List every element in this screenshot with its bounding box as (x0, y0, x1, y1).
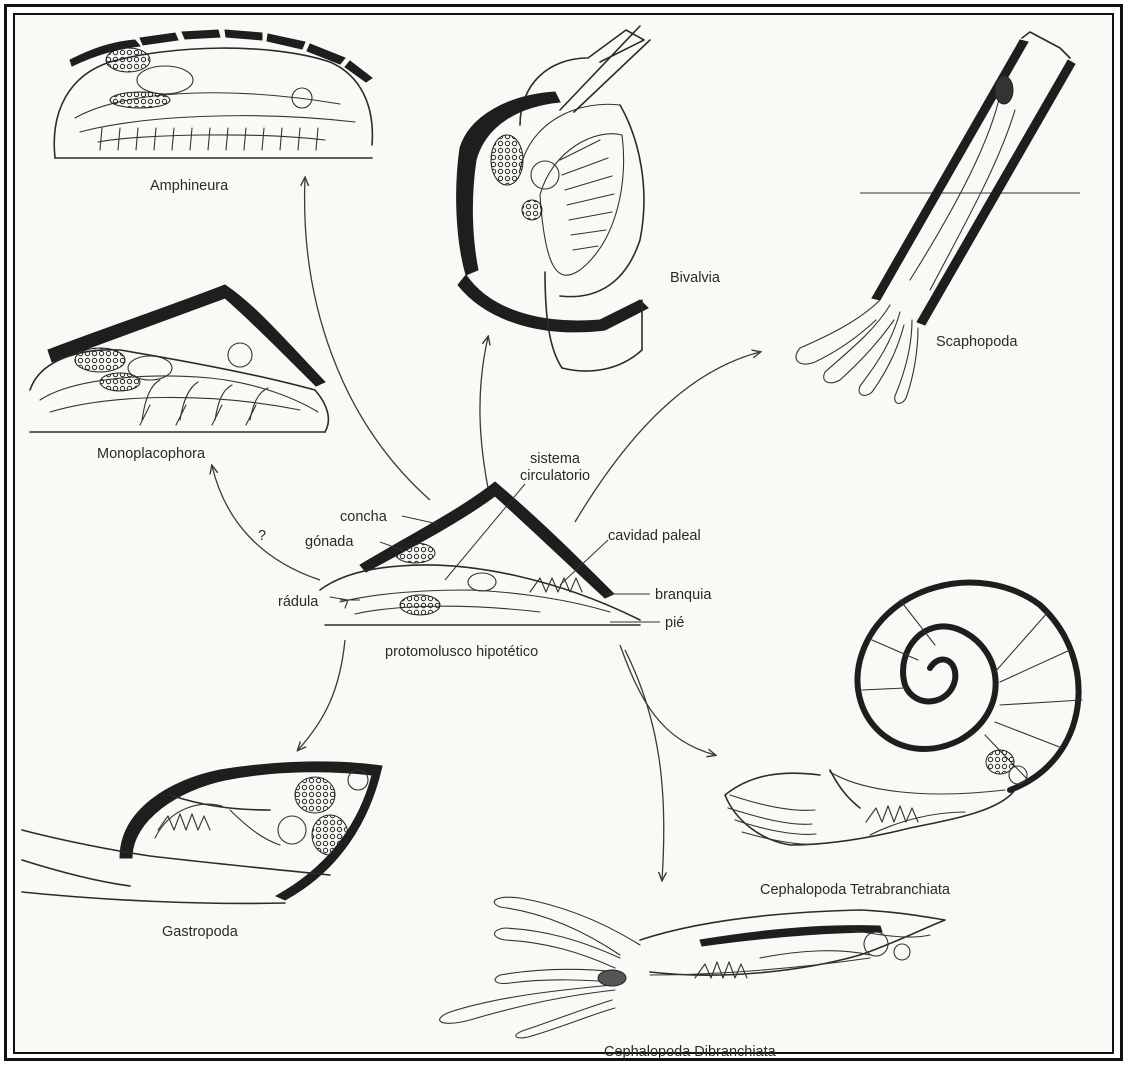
arrow-to-amphineura (305, 178, 430, 500)
bivalvia-drawing (457, 26, 650, 371)
squid-drawing (440, 897, 945, 1038)
label-protomolusco: protomolusco hipotético (385, 644, 538, 660)
gastropoda-drawing (22, 762, 382, 904)
label-scaphopoda: Scaphopoda (936, 334, 1018, 350)
protomolusco-drawing (320, 482, 640, 625)
anatomy-labels: sistema circulatorio concha gónada cavid… (258, 451, 712, 631)
label-bivalvia: Bivalvia (670, 270, 721, 286)
label-amphineura: Amphineura (150, 178, 229, 194)
label-sistema: sistema (530, 451, 581, 467)
label-gastropoda: Gastropoda (162, 924, 239, 940)
label-circulatorio: circulatorio (520, 468, 590, 484)
arrow-to-monoplacophora (212, 466, 320, 580)
label-cephalopoda-tetrabranchiata: Cephalopoda Tetrabranchiata (760, 882, 951, 898)
arrow-to-bivalvia (480, 337, 490, 498)
arrow-to-dibranchiata (625, 650, 664, 880)
label-concha: concha (340, 509, 388, 525)
arrow-to-scaphopoda (575, 352, 760, 522)
label-radula: rádula (278, 594, 319, 610)
monoplacophora-drawing (30, 285, 328, 432)
amphineura-drawing (54, 30, 372, 158)
label-branquia: branquia (655, 587, 712, 603)
label-gonada: gónada (305, 534, 354, 550)
label-pie: pié (665, 615, 684, 631)
label-question: ? (258, 528, 266, 544)
label-cavidad-paleal: cavidad paleal (608, 528, 701, 544)
label-monoplacophora: Monoplacophora (97, 446, 206, 462)
arrow-to-gastropoda (298, 640, 345, 750)
label-cephalopoda-dibranchiata: Cephalopoda Dibranchiata (604, 1044, 777, 1060)
nautilus-drawing (725, 583, 1082, 845)
arrow-to-tetrabranchiata (620, 645, 715, 755)
